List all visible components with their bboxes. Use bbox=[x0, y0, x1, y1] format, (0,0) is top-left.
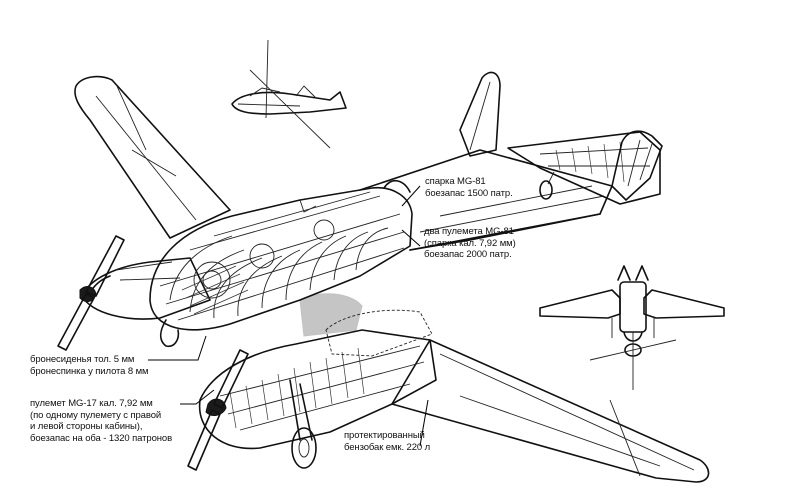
callout-mg17-line-4: боезапас на оба - 1320 патронов bbox=[30, 432, 173, 444]
callout-mg17: пулемет MG-17 кал. 7,92 мм (по одному пу… bbox=[30, 398, 172, 444]
side-view-sketch bbox=[231, 39, 347, 149]
leader-tail-gun bbox=[401, 185, 421, 207]
callout-nose-mgs-line-1: два пулемета MG-81 bbox=[424, 226, 514, 237]
left-wing bbox=[74, 75, 231, 239]
callout-mg17-line-1: пулемет MG-17 кал. 7,92 мм bbox=[30, 398, 153, 409]
right-engine-nacelle bbox=[187, 293, 437, 471]
callout-mg17-line-2: (по одному пулемету с правой bbox=[30, 409, 162, 421]
callout-mg17-line-3: и левой стороны кабины), bbox=[30, 421, 143, 432]
callout-nose-mgs-line-3: боезапас 2000 патр. bbox=[424, 249, 512, 260]
vertical-tail-left bbox=[459, 71, 501, 157]
callout-fuel-tank: протектированный бензобак емк. 220 л bbox=[344, 430, 430, 453]
leader-fuel-tank bbox=[419, 399, 429, 447]
cockpit-cage bbox=[149, 180, 413, 331]
right-wing bbox=[391, 339, 710, 483]
leader-nose-mgs bbox=[401, 229, 421, 247]
leader-mg17 bbox=[180, 389, 215, 405]
front-view-sketch bbox=[539, 265, 725, 390]
tail-boom bbox=[359, 149, 613, 251]
callout-armor-line-1: бронесиденья тол. 5 мм bbox=[30, 354, 135, 365]
callout-tail-gun-line-1: спарка MG-81 bbox=[425, 176, 486, 187]
callout-armor: бронесиденья тол. 5 мм бронеспинка у пил… bbox=[30, 354, 149, 377]
vertical-tail-right bbox=[611, 130, 663, 201]
leader-armor bbox=[148, 335, 207, 361]
callout-tail-gun-line-2: боезапас 1500 патр. bbox=[425, 187, 513, 199]
callout-tail-gun: спарка MG-81 боезапас 1500 патр. bbox=[425, 176, 513, 199]
tail-wheel bbox=[539, 171, 555, 200]
callout-nose-mgs-line-2: (спарка кал. 7,92 мм) bbox=[424, 237, 516, 249]
callout-fuel-tank-line-2: бензобак емк. 220 л bbox=[344, 441, 431, 453]
callout-fuel-tank-line-1: протектированный bbox=[344, 430, 425, 441]
fuel-tank-outline bbox=[325, 309, 433, 357]
callout-nose-mgs: два пулемета MG-81 (спарка кал. 7,92 мм)… bbox=[424, 226, 516, 261]
callout-armor-line-2: бронеспинка у пилота 8 мм bbox=[30, 365, 149, 377]
horizontal-tail bbox=[507, 131, 661, 205]
main-landing-gear bbox=[159, 319, 317, 469]
callout-leaders bbox=[148, 185, 429, 447]
left-engine-nacelle bbox=[57, 235, 211, 351]
